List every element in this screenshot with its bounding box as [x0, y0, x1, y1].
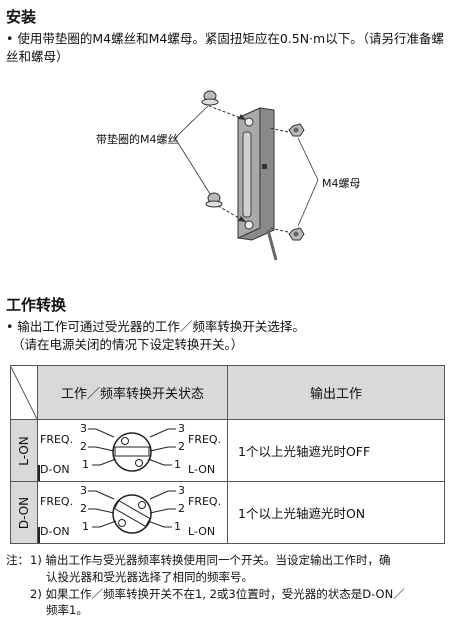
dial-cell: FREQ. D-ON FREQ. L-ON 3 2 1 3 2 1: [37, 419, 228, 482]
mode-cell: L-ON: [10, 419, 38, 482]
switch-table: 工作／频率转换开关状态 输出工作 L-ON FREQ.: [10, 365, 445, 544]
install-text: • 使用带垫圈的M4螺丝和M4螺母。紧固扭矩应在0.5N·m以下。（请另行准备螺…: [6, 31, 444, 64]
screw-bottom: [205, 192, 247, 223]
corner-cell: [10, 365, 38, 420]
nut-label: M4螺母: [322, 177, 361, 190]
screw-top: [201, 90, 247, 121]
dial-cell: FREQ. D-ON FREQ. L-ON 3 2 1 3 2 1: [37, 481, 228, 544]
output-cell: 1个以上光轴遮光时OFF: [227, 419, 445, 482]
table-row: L-ON FREQ. D-ON FREQ.: [10, 419, 445, 482]
output-cell: 1个以上光轴遮光时ON: [227, 481, 445, 544]
sensor-body: [237, 107, 278, 261]
switch-line2: （请在电源关闭的情况下设定转换开关。）: [12, 337, 244, 352]
col-state-header: 工作／频率转换开关状态: [37, 365, 228, 420]
mounting-diagram: [174, 90, 319, 261]
screw-label: 带垫圈的M4螺丝: [96, 133, 179, 146]
install-title: 安装: [6, 8, 37, 26]
nut-bottom: [269, 227, 305, 241]
col-output-header: 输出工作: [227, 365, 445, 420]
table-header: 工作／频率转换开关状态 输出工作: [10, 365, 445, 420]
switch-line1: • 输出工作可通过受光器的工作／频率转换开关选择。: [6, 319, 305, 334]
notes-label: 注：: [6, 553, 29, 567]
note-2b: 频率1。: [46, 603, 88, 617]
switch-title: 工作转换: [6, 296, 67, 314]
rotary-switch-icon: [38, 428, 176, 481]
note-2a: 2) 如果工作／频率转换开关不在1, 2或3位置时，受光器的状态是D-ON／: [30, 587, 405, 601]
nut-top: [269, 123, 305, 137]
rotary-switch-icon: [38, 490, 176, 543]
table-row: D-ON FREQ. D-ON FREQ.: [10, 481, 445, 544]
mode-cell: D-ON: [10, 481, 38, 544]
note-1b: 认投光器和受光器选择了相同的频率号。: [46, 570, 253, 584]
note-1a: 1) 输出工作与受光器频率转换使用同一个开关。当设定输出工作时，确: [30, 553, 391, 567]
